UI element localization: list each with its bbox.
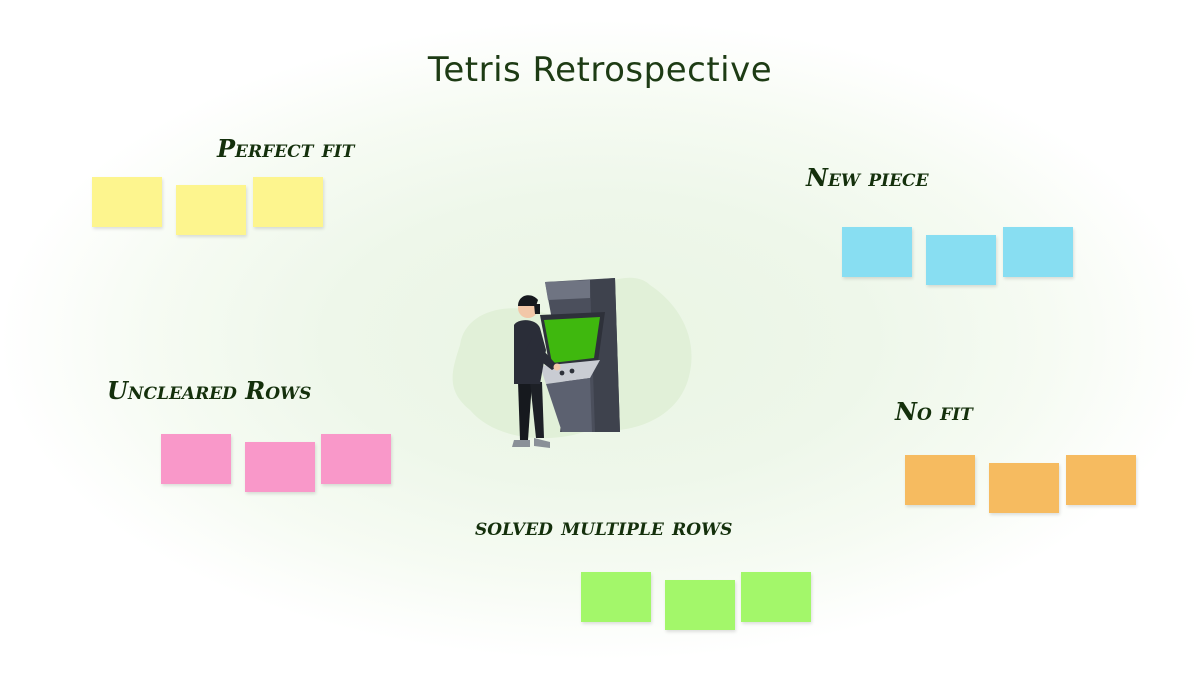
sticky-note[interactable]	[926, 235, 996, 285]
section-label-uncleared-rows[interactable]: Uncleared Rows	[107, 376, 312, 405]
sticky-note[interactable]	[253, 177, 323, 227]
section-label-solved-multiple-rows[interactable]: solved multiple rows	[475, 512, 733, 541]
sticky-note[interactable]	[245, 442, 315, 492]
sticky-note[interactable]	[905, 455, 975, 505]
section-label-new-piece[interactable]: New piece	[806, 163, 929, 192]
sticky-note[interactable]	[842, 227, 912, 277]
section-label-perfect-fit[interactable]: Perfect fit	[217, 134, 355, 163]
sticky-note[interactable]	[321, 434, 391, 484]
board-title[interactable]: Tetris Retrospective	[427, 50, 773, 90]
sticky-note[interactable]	[92, 177, 162, 227]
arcade-player-illustration	[440, 270, 700, 460]
sticky-note[interactable]	[1066, 455, 1136, 505]
section-label-no-fit[interactable]: No fit	[895, 397, 973, 426]
sticky-note[interactable]	[665, 580, 735, 630]
sticky-note[interactable]	[161, 434, 231, 484]
sticky-note[interactable]	[176, 185, 246, 235]
sticky-note[interactable]	[741, 572, 811, 622]
sticky-note[interactable]	[989, 463, 1059, 513]
sticky-note[interactable]	[581, 572, 651, 622]
arcade-player-icon	[452, 277, 692, 448]
sticky-note[interactable]	[1003, 227, 1073, 277]
